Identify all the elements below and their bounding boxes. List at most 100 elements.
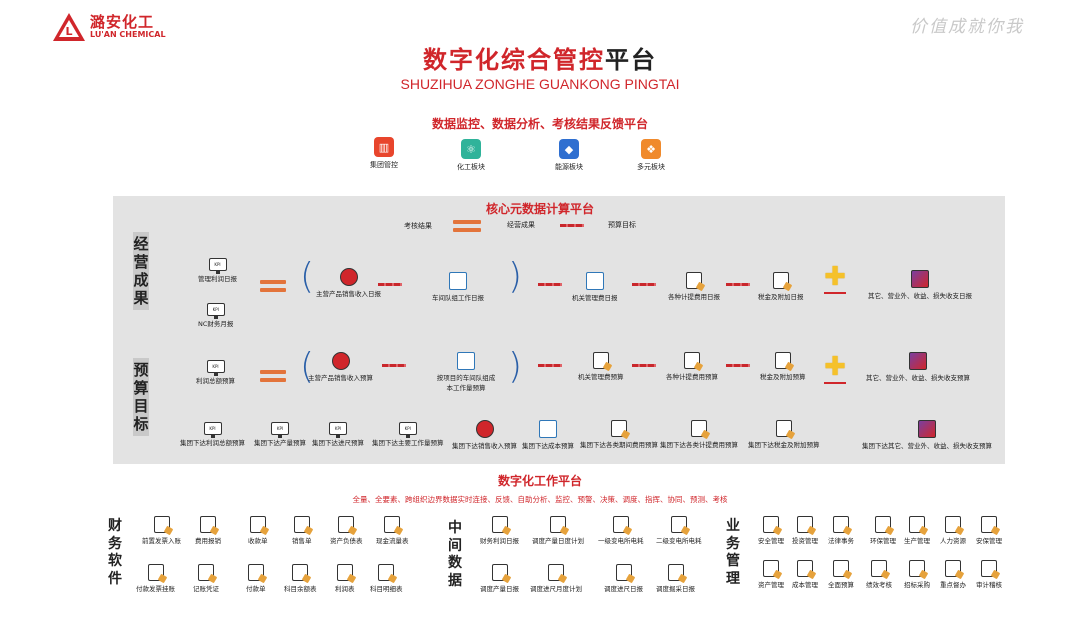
middle-item[interactable]: 一级变电所电耗 — [598, 516, 644, 545]
node-label: 调度产量日度计划 — [532, 537, 584, 545]
node-workshop-daily[interactable]: 车间队组工作日报 — [432, 272, 484, 302]
business-item[interactable]: 审计稽核 — [976, 560, 1002, 589]
module-chemical[interactable]: ⚛ 化工板块 — [457, 139, 485, 172]
node-label: 资产管理 — [758, 581, 784, 589]
business-item[interactable]: 绩效考核 — [866, 560, 892, 589]
node-tax-budget[interactable]: 税金及附加预算 — [760, 352, 806, 381]
node-label: 机关管理费预算 — [578, 373, 624, 381]
plus-sign: ✚ — [824, 262, 846, 294]
node-workshop-budget[interactable]: 按项目的车间队组成本工作量预算 — [436, 352, 496, 392]
business-item[interactable]: 投资管理 — [792, 516, 818, 545]
node-admin-fee-budget[interactable]: 机关管理费预算 — [578, 352, 624, 381]
node-label: 绩效考核 — [866, 581, 892, 589]
business-item[interactable]: 资产管理 — [758, 560, 784, 589]
section-label-middle: 中 间 数 据 — [448, 520, 462, 590]
business-item[interactable]: 法律事务 — [828, 516, 854, 545]
node-label: 安保管理 — [976, 537, 1002, 545]
business-item[interactable]: 重点督办 — [940, 560, 966, 589]
node-admin-fee-daily[interactable]: 机关管理费日报 — [572, 272, 618, 302]
node-main-sales-daily[interactable]: 主营产品销售收入日报 — [316, 268, 381, 298]
report-icon — [539, 420, 557, 438]
middle-item[interactable]: 二级变电所电耗 — [656, 516, 702, 545]
node-profit-budget[interactable]: KPI 利润总额预算 — [196, 360, 235, 385]
node-label: 安全管理 — [758, 537, 784, 545]
node-group-cost-budget[interactable]: 集团下达成本预算 — [522, 420, 574, 450]
finance-item[interactable]: 收款单 — [248, 516, 268, 545]
equals-icon — [260, 280, 286, 292]
middle-item[interactable]: 调度产量日度计划 — [532, 516, 584, 545]
finance-item[interactable]: 科目明细表 — [370, 564, 403, 593]
dash-connector — [538, 283, 562, 286]
finance-item[interactable]: 销售单 — [292, 516, 312, 545]
business-item[interactable]: 安保管理 — [976, 516, 1002, 545]
business-item[interactable]: 人力资源 — [940, 516, 966, 545]
node-group-tax-budget[interactable]: 集团下达税金及附加预算 — [748, 420, 820, 449]
node-nc-monthly[interactable]: KPI NC财务月报 — [198, 303, 233, 328]
doc-icon — [491, 516, 508, 533]
node-group-other-budget[interactable]: 集团下达其它、营业外、收益、损失收支预算 — [862, 420, 992, 450]
module-diverse[interactable]: ❖ 多元板块 — [637, 139, 665, 172]
node-mgmt-profit-daily[interactable]: KPI 管理利润日报 — [198, 258, 237, 283]
module-label: 化工板块 — [457, 163, 485, 171]
node-label: 招标采购 — [904, 581, 930, 589]
node-tax-daily[interactable]: 税金及附加日报 — [758, 272, 804, 301]
middle-item[interactable]: 财务利润日报 — [480, 516, 519, 545]
finance-item[interactable]: 付款单 — [246, 564, 266, 593]
middle-item[interactable]: 调度进尺日报 — [604, 564, 643, 593]
business-item[interactable]: 安全管理 — [758, 516, 784, 545]
business-item[interactable]: 成本管理 — [792, 560, 818, 589]
node-label: 环保管理 — [870, 537, 896, 545]
middle-item[interactable]: 调度进尺月度计划 — [530, 564, 582, 593]
doc-icon — [249, 516, 266, 533]
molecule-icon: ⚛ — [461, 139, 481, 159]
node-label: 法律事务 — [828, 537, 854, 545]
doc-icon — [981, 516, 997, 533]
node-accrual-daily[interactable]: 各种计提费用日报 — [668, 272, 720, 301]
label-char: 数 — [448, 555, 462, 571]
node-other-daily[interactable]: 其它、营业外、收益、损失收支日报 — [868, 270, 972, 300]
finance-item[interactable]: 付款发票挂账 — [136, 564, 175, 593]
bracket-right: ) — [508, 256, 523, 297]
node-label: 投资管理 — [792, 537, 818, 545]
node-label: 科目余额表 — [284, 585, 317, 593]
doc-icon — [981, 560, 997, 577]
label-char: 经 — [133, 235, 149, 253]
finance-item[interactable]: 资产负债表 — [330, 516, 363, 545]
node-label: NC财务月报 — [198, 320, 234, 328]
business-item[interactable]: 全面预算 — [828, 560, 854, 589]
node-other-budget[interactable]: 其它、营业外、收益、损失收支预算 — [866, 352, 970, 382]
middle-item[interactable]: 调度产量日报 — [480, 564, 519, 593]
module-group[interactable]: ▥ 集团管控 — [370, 137, 398, 170]
node-label: 调度进尺月度计划 — [530, 585, 582, 593]
node-accrual-budget[interactable]: 各种计提费用预算 — [666, 352, 718, 381]
doc-icon — [293, 516, 310, 533]
doc-icon — [200, 516, 216, 533]
node-main-sales-budget[interactable]: 主营产品销售收入预算 — [308, 352, 373, 382]
node-group-accrual-budget[interactable]: 集团下达各类计提费用预算 — [660, 420, 738, 449]
finance-item[interactable]: 费用报销 — [195, 516, 221, 545]
business-item[interactable]: 生产管理 — [904, 516, 930, 545]
middle-item[interactable]: 调度掘采日报 — [656, 564, 695, 593]
node-group-sales-budget[interactable]: 集团下达销售收入预算 — [452, 420, 517, 450]
business-item[interactable]: 环保管理 — [870, 516, 896, 545]
finance-item[interactable]: 现金流量表 — [376, 516, 409, 545]
node-label: 集团下达销售收入预算 — [452, 442, 517, 450]
doc-icon — [338, 516, 355, 533]
finance-item[interactable]: 科目余额表 — [284, 564, 317, 593]
finance-item[interactable]: 利润表 — [335, 564, 355, 593]
node-label: 主营产品销售收入日报 — [316, 290, 381, 298]
business-item[interactable]: 招标采购 — [904, 560, 930, 589]
finance-item[interactable]: 前置发票入账 — [142, 516, 181, 545]
module-energy[interactable]: ◆ 能源板块 — [555, 139, 583, 172]
luan-logo-icon: L — [53, 13, 85, 41]
node-group-period-fee-budget[interactable]: 集团下达各类期间费用预算 — [580, 420, 658, 449]
doc-icon — [147, 564, 164, 581]
node-label: 集团下达主要工作量预算 — [372, 439, 444, 447]
node-label: 科目明细表 — [370, 585, 403, 593]
doc-icon — [491, 564, 508, 581]
finance-item[interactable]: 记账凭证 — [193, 564, 219, 593]
